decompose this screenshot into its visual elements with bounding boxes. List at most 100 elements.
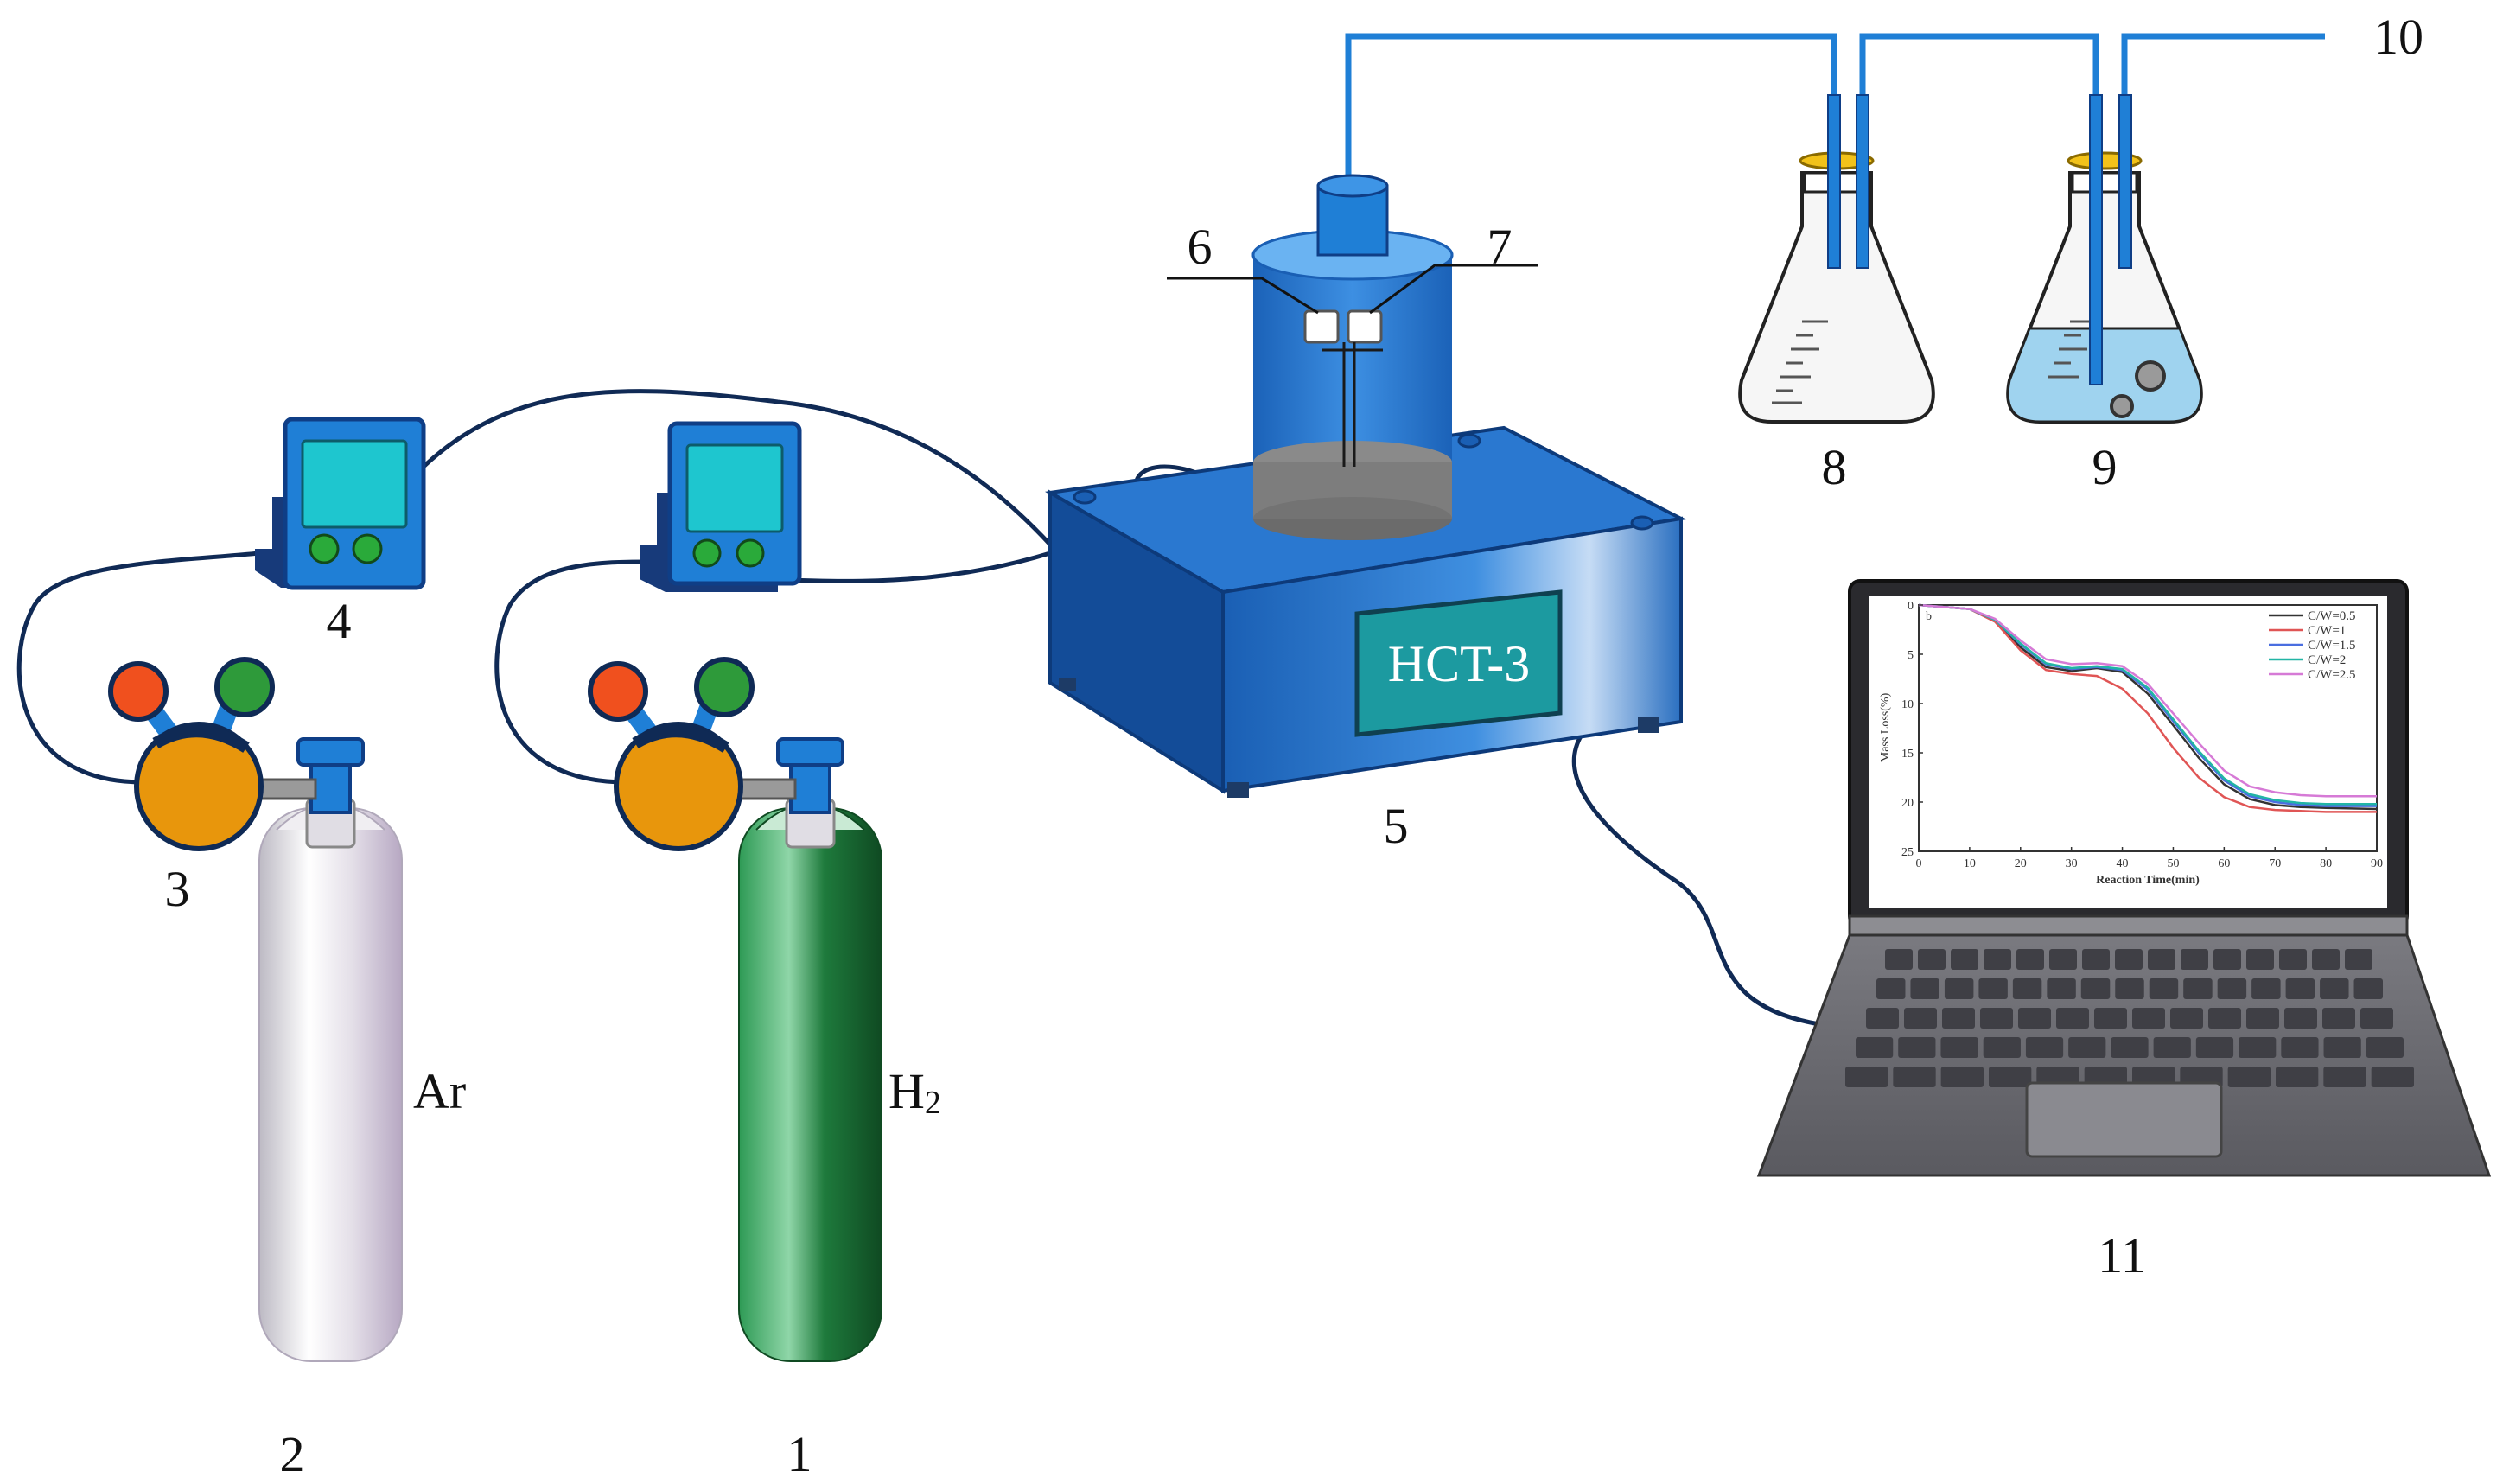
key [2227,1067,2271,1087]
legend-label: C/W=0.5 [2308,609,2356,623]
key [2082,949,2110,970]
key [1940,1067,1984,1087]
key [1951,949,1978,970]
key [1978,978,2008,999]
h2-cylinder [738,737,882,1362]
key [1980,1008,2013,1029]
key [2246,1008,2279,1029]
legend-label: C/W=1 [2308,624,2346,638]
x-tick-label: 50 [2167,857,2179,870]
key [2132,1008,2165,1029]
label-10: 10 [2373,9,2423,65]
key [2149,978,2179,999]
key [1893,1067,1936,1087]
key [1876,978,1906,999]
label-4: 4 [327,593,352,649]
key [2322,1008,2355,1029]
key [1910,978,1939,999]
key [2195,1037,2234,1058]
key [2208,1008,2241,1029]
key [2213,949,2241,970]
label-1: 1 [787,1426,812,1482]
series-line [1918,603,2378,811]
key [2345,949,2372,970]
y-tick-label: 10 [1901,698,1914,711]
key [1989,1067,2032,1087]
plot-ylabel: Mass Loss(%) [1879,692,1892,762]
key [2366,1037,2404,1058]
key [2047,978,2076,999]
x-tick-label: 0 [1916,857,1922,870]
label-3: 3 [165,861,190,917]
y-tick-label: 15 [1901,748,1914,761]
series-line [1918,603,2377,806]
key [2279,949,2307,970]
y-tick-label: 5 [1908,649,1914,662]
key [2016,949,2044,970]
furnace-panel-label: HCT-3 [1388,635,1530,692]
key [1942,1008,1975,1029]
x-tick-label: 30 [2066,857,2078,870]
legend-label: C/W=1.5 [2308,639,2356,653]
key [1856,1037,1894,1058]
key [2181,949,2208,970]
key [2115,978,2144,999]
h2-gas-label: H2 [888,1063,941,1121]
reactor-chamber [1252,174,1454,540]
key [2323,1037,2361,1058]
laptop [1756,579,2492,1177]
key [2323,1067,2366,1087]
series-line [1918,603,2377,798]
series-line [1918,603,2377,813]
key [2246,949,2274,970]
key [2012,978,2042,999]
key [1918,949,1946,970]
y-tick-label: 25 [1901,846,1914,859]
key [2025,1037,2064,1058]
legend-label: C/W=2 [2308,653,2346,667]
keyboard [1845,949,2414,1087]
key [2284,1008,2317,1029]
empty-flask [1738,94,1935,424]
key [2170,1008,2203,1029]
key [2153,1037,2191,1058]
key [1944,978,1974,999]
x-tick-label: 40 [2117,857,2129,870]
key [2068,1037,2106,1058]
wash-flask [2006,94,2203,424]
key [2148,949,2175,970]
key [2312,949,2340,970]
key [1866,1008,1899,1029]
key [2217,978,2247,999]
ar-cylinder [258,737,403,1362]
x-tick-label: 10 [1964,857,1976,870]
key [1898,1037,1936,1058]
label-11: 11 [2098,1227,2146,1283]
key [2049,949,2077,970]
key [1885,949,1913,970]
x-tick-label: 70 [2269,857,2281,870]
y-tick-label: 20 [1901,797,1914,810]
key [1904,1008,1937,1029]
key [2353,978,2383,999]
h2-regulator [588,657,797,851]
key [2276,1067,2319,1087]
plot-panel-letter: b [1926,610,1932,623]
key [2320,978,2349,999]
key [2239,1037,2277,1058]
key [2360,1008,2393,1029]
legend-label: C/W=2.5 [2308,668,2356,682]
key [2251,978,2281,999]
key [1845,1067,1888,1087]
key [2080,978,2111,999]
key [2056,1008,2089,1029]
key [2094,1008,2127,1029]
key [2183,978,2213,999]
key [1940,1037,1978,1058]
x-tick-label: 20 [2015,857,2027,870]
label-8: 8 [1822,439,1847,495]
flowmeter-h2 [640,421,802,592]
ar-regulator [108,657,317,851]
key [2111,1037,2149,1058]
